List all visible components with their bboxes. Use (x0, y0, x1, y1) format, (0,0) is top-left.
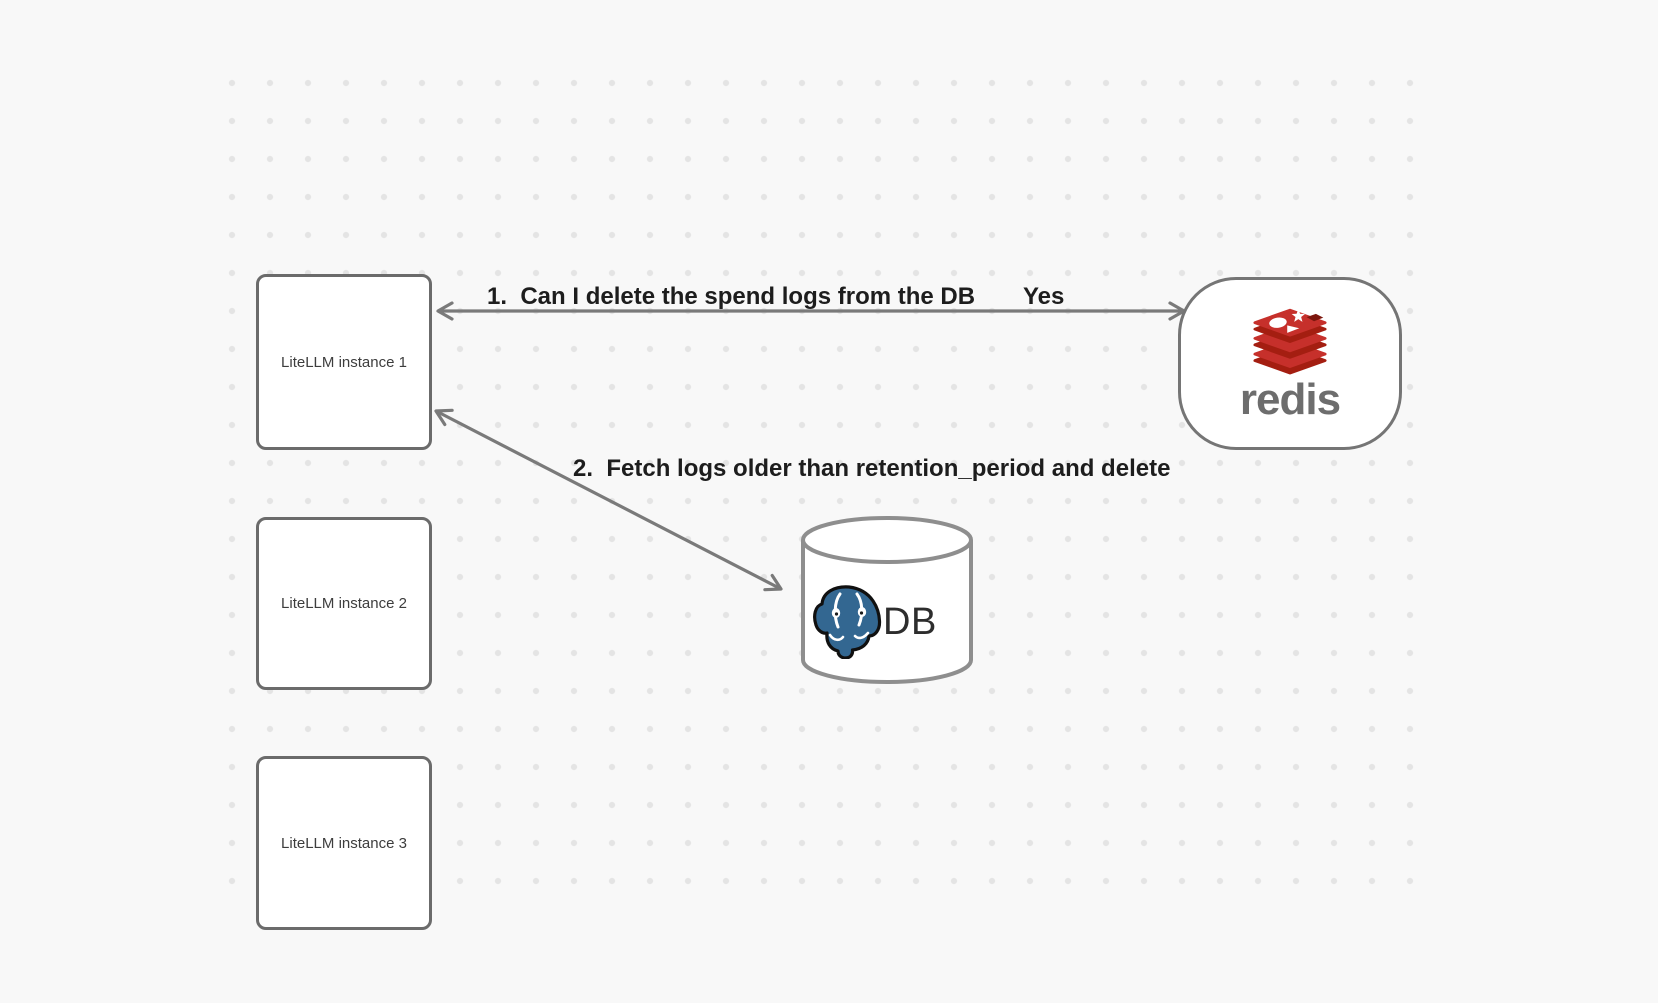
redis-logo-icon (1253, 308, 1327, 374)
node-database[interactable]: DB (799, 514, 975, 690)
node-label: LiteLLM instance 2 (281, 595, 407, 612)
edge2-arrow[interactable] (434, 408, 783, 592)
node-litellm-instance-3[interactable]: LiteLLM instance 3 (256, 756, 432, 930)
edge1-response-label[interactable]: Yes (1023, 283, 1065, 310)
db-label: DB (883, 601, 937, 643)
node-litellm-instance-1[interactable]: LiteLLM instance 1 (256, 274, 432, 450)
node-label: LiteLLM instance 3 (281, 834, 407, 852)
node-litellm-instance-2[interactable]: LiteLLM instance 2 (256, 517, 432, 690)
node-label: LiteLLM instance 1 (281, 353, 407, 371)
redis-wordmark: redis (1239, 374, 1341, 424)
edge1-label[interactable]: 1. Can I delete the spend logs from the … (487, 283, 976, 310)
postgresql-elephant-icon (813, 585, 882, 659)
node-redis[interactable]: redis (1178, 277, 1402, 450)
edge2-label[interactable]: 2. Fetch logs older than retention_perio… (573, 455, 1171, 482)
